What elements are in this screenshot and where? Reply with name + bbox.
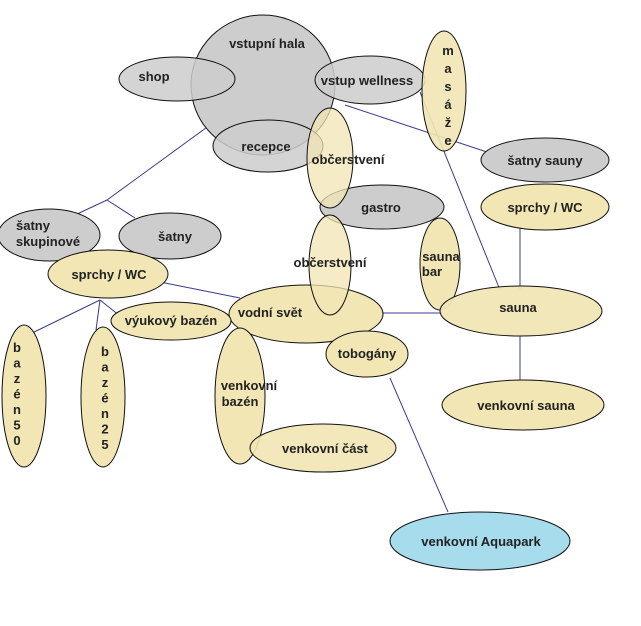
- label-sauna: sauna: [499, 300, 537, 315]
- label-sauna-bar-line2: bar: [422, 264, 442, 279]
- label-vodni-svet: vodní svět: [238, 305, 303, 320]
- label-shop: shop: [138, 69, 169, 84]
- node-venkovni-sauna: [441, 379, 605, 431]
- node-vyukovy-bazen: [110, 301, 232, 341]
- node-sprchy-wc-left: [47, 249, 169, 299]
- label-sauna-bar-line1: sauna: [422, 249, 460, 264]
- label-gastro: gastro: [361, 200, 401, 215]
- label-recepce: recepce: [241, 139, 290, 154]
- node-shop: [118, 56, 236, 102]
- edge-sprchy-vodni-svet: [159, 281, 241, 299]
- node-satny-sauny: [480, 137, 610, 183]
- label-sprchy-wc-right: sprchy / WC: [507, 200, 583, 215]
- node-sauna: [439, 285, 603, 337]
- node-gastro: [319, 184, 445, 230]
- node-venkovni-bazen: [214, 327, 266, 465]
- edge-sprchy-bazen50: [27, 299, 101, 336]
- node-sprchy-wc-right: [480, 183, 610, 231]
- edge-hala-satny: [106, 124, 211, 201]
- label-tobogany: tobogány: [338, 346, 397, 361]
- node-satny-skupinove: [0, 208, 101, 262]
- label-obcerstveni-mid: občerstvení: [294, 255, 367, 270]
- node-obcerstveni-mid: [308, 214, 352, 316]
- edge-fork-satny: [106, 199, 136, 219]
- node-bazen25: [80, 326, 126, 468]
- label-venkovni-bazen-line2: bazén: [222, 394, 259, 409]
- label-vstupni-hala: vstupní hala: [229, 36, 306, 51]
- label-sprchy-wc-left: sprchy / WC: [71, 267, 147, 282]
- label-venkovni-aquapark: venkovní Aquapark: [421, 534, 541, 549]
- node-venkovni-cast: [249, 423, 397, 473]
- label-venkovni-bazen-line1: venkovní: [221, 378, 278, 393]
- label-obcerstveni-top: občerstvení: [312, 152, 385, 167]
- label-venkovni-cast: venkovní část: [282, 441, 369, 456]
- node-venkovni-aquapark: [389, 511, 571, 571]
- edge-wellness-satny-sauny: [344, 104, 506, 159]
- label-satny: šatny: [158, 229, 193, 244]
- label-satny-skupinove-line2: skupinové: [16, 234, 80, 249]
- label-venkovni-sauna: venkovní sauna: [477, 398, 575, 413]
- edge-sprchy-bazen25: [95, 299, 101, 331]
- label-vyukovy-bazen: výukový bazén: [125, 313, 218, 328]
- node-obcerstveni-top: [306, 107, 354, 209]
- edge-tobogany-aquapark: [389, 377, 449, 513]
- node-tobogany: [325, 330, 409, 378]
- node-satny: [118, 212, 222, 260]
- edge-fork-satny-skupinove: [74, 199, 108, 216]
- label-satny-sauny: šatny sauny: [507, 153, 583, 168]
- label-satny-skupinove-line1: šatny: [16, 218, 51, 233]
- label-vstup-wellness: vstup wellness: [321, 73, 413, 88]
- node-masaze: [421, 30, 467, 152]
- node-bazen50: [1, 324, 47, 468]
